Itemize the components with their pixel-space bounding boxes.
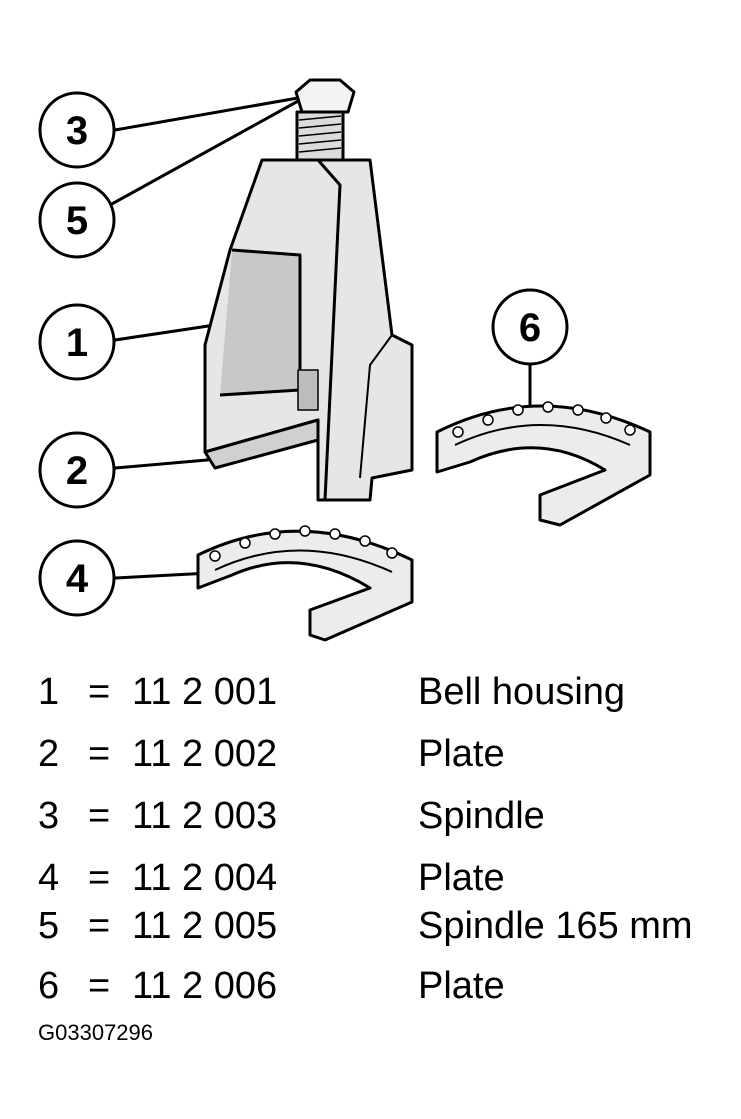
leader-line-5 xyxy=(109,98,301,207)
plate-6 xyxy=(435,401,652,527)
legend-equals: = xyxy=(88,905,111,947)
legend-number: 5 xyxy=(38,905,60,947)
legend-equals: = xyxy=(88,671,111,713)
callout-6-label: 6 xyxy=(519,306,541,350)
plate-4 xyxy=(196,525,414,642)
callout-5: 5 xyxy=(38,181,116,259)
callout-4-label: 4 xyxy=(66,557,89,601)
callout-1-label: 1 xyxy=(66,321,88,365)
leader-line-3 xyxy=(114,96,299,132)
legend-number: 3 xyxy=(38,795,60,837)
legend-equals: = xyxy=(88,965,111,1007)
legend-part-code: 11 2 004 xyxy=(132,857,278,899)
legend-number: 4 xyxy=(38,857,60,899)
legend-equals: = xyxy=(88,733,111,775)
leader-line-4 xyxy=(114,571,211,580)
callout-3: 3 xyxy=(38,91,116,169)
callout-6: 6 xyxy=(491,288,569,366)
callout-2: 2 xyxy=(38,431,116,509)
legend-description: Spindle 165 mm xyxy=(418,905,693,947)
callout-4: 4 xyxy=(38,539,116,617)
legend-part-code: 11 2 003 xyxy=(132,795,278,837)
callout-1: 1 xyxy=(38,303,116,381)
legend-equals: = xyxy=(88,795,111,837)
legend-part-code: 11 2 002 xyxy=(132,733,278,775)
legend-description: Plate xyxy=(418,857,505,899)
leader-lines xyxy=(109,96,532,580)
legend-description: Bell housing xyxy=(418,671,626,713)
legend-part-code: 11 2 006 xyxy=(132,965,278,1007)
legend-description: Plate xyxy=(418,965,505,1007)
legend-number: 1 xyxy=(38,671,60,713)
callout-5-label: 5 xyxy=(66,199,88,243)
legend-number: 2 xyxy=(38,733,60,775)
legend-number: 6 xyxy=(38,965,60,1007)
tool-illustration: 3 5 1 2 4 6 xyxy=(38,78,652,642)
legend-description: Plate xyxy=(418,733,505,775)
callout-2-label: 2 xyxy=(66,449,88,493)
legend-description: Spindle xyxy=(418,795,545,837)
legend-part-code: 11 2 001 xyxy=(132,671,278,713)
figure-id: G03307296 xyxy=(38,1020,153,1045)
callout-3-label: 3 xyxy=(66,109,88,153)
spindle xyxy=(294,78,356,162)
legend-part-code: 11 2 005 xyxy=(132,905,278,947)
bell-housing xyxy=(203,158,414,502)
legend-equals: = xyxy=(88,857,111,899)
